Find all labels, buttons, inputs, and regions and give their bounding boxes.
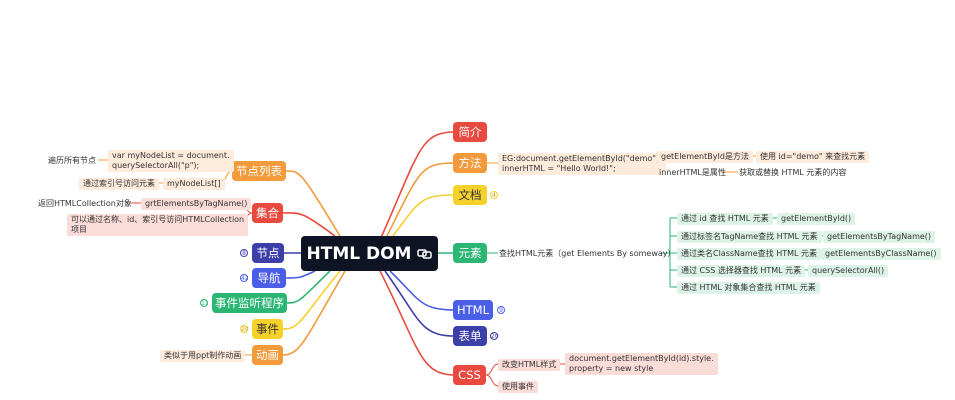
branch-event-listeners[interactable]: 事件监听程序 bbox=[212, 293, 287, 313]
css-code-line2: property = new style bbox=[569, 364, 654, 373]
methods-innerhtml: innerHTML是属性 bbox=[659, 168, 726, 177]
link-icon bbox=[417, 248, 433, 259]
branch-html-label: HTML bbox=[456, 303, 489, 317]
elements-way-collection: 通过 HTML 对象集合查找 HTML 元素 bbox=[677, 282, 820, 294]
elements-way-id-api: getElementById() bbox=[777, 213, 856, 225]
nodelist-code-line2: querySelectorAll("p"); bbox=[112, 161, 200, 170]
animation-desc: 类似于用ppt制作动画 bbox=[160, 350, 246, 362]
elements-way-css: 通过 CSS 选择器查找 HTML 元素 bbox=[677, 265, 806, 277]
events-count-badge[interactable]: 20 bbox=[240, 325, 249, 333]
html-count-badge[interactable]: 9 bbox=[497, 306, 505, 314]
elements-way-classname-api: getElementsByClassName() bbox=[821, 248, 941, 260]
event-listeners-count-badge[interactable]: 11 bbox=[200, 299, 209, 307]
branch-methods-label: 方法 bbox=[458, 156, 482, 170]
nodelist-index-code: myNodeList[] bbox=[163, 178, 225, 190]
branch-event-listeners-label: 事件监听程序 bbox=[215, 296, 284, 310]
branch-navigation-label: 导航 bbox=[257, 271, 281, 285]
root-node-html-dom[interactable]: HTML DOM bbox=[301, 236, 438, 271]
elements-way-css-api: querySelectorAll() bbox=[808, 265, 889, 277]
branch-intro[interactable]: 简介 bbox=[453, 122, 487, 142]
branch-collection[interactable]: 集合 bbox=[252, 203, 283, 223]
css-change-style: 改变HTML样式 bbox=[498, 359, 561, 371]
branch-docs[interactable]: 文档 bbox=[453, 185, 487, 205]
branch-nodelist-label: 节点列表 bbox=[236, 164, 282, 178]
root-label: HTML DOM bbox=[306, 243, 412, 264]
branch-nodelist[interactable]: 节点列表 bbox=[232, 161, 286, 181]
nodelist-index: 通过索引号访问元素 bbox=[79, 178, 159, 190]
branch-elements[interactable]: 元素 bbox=[453, 243, 487, 263]
nodelist-code: var myNodeList = document. querySelector… bbox=[108, 150, 234, 172]
css-code: document.getElementById(id).style. prope… bbox=[565, 353, 718, 375]
collection-api: grtElementsByTagName() bbox=[141, 198, 252, 210]
css-use-events: 使用事件 bbox=[498, 381, 538, 393]
branch-elements-label: 元素 bbox=[458, 246, 482, 260]
elements-way-classname: 通过类名ClassName查找 HTML 元素 bbox=[677, 248, 821, 260]
methods-example-line2: innerHTML = "Hello World!"; bbox=[502, 164, 616, 173]
navigation-count-badge[interactable]: 42 bbox=[240, 274, 249, 282]
branch-css-label: CSS bbox=[458, 368, 481, 382]
elements-find: 查找HTML元素（get Elements By someway） bbox=[499, 249, 676, 258]
methods-getbyid: getElementById是方法 bbox=[657, 151, 753, 163]
branch-animation-label: 动画 bbox=[256, 348, 279, 362]
branch-navigation[interactable]: 导航 bbox=[252, 268, 286, 288]
css-code-line1: document.getElementById(id).style. bbox=[569, 354, 714, 363]
branch-forms[interactable]: 表单 bbox=[453, 326, 487, 346]
branch-animation[interactable]: 动画 bbox=[252, 345, 283, 365]
collection-returns: 返回HTMLCollection对象 bbox=[38, 199, 132, 208]
branch-nodes[interactable]: 节点 bbox=[252, 243, 284, 263]
elements-way-id: 通过 id 查找 HTML 元素 bbox=[677, 213, 773, 225]
forms-count-badge[interactable]: 20 bbox=[490, 332, 499, 340]
methods-innerhtml-use: 获取或替换 HTML 元素的内容 bbox=[739, 168, 847, 177]
branch-collection-label: 集合 bbox=[256, 206, 279, 220]
branch-forms-label: 表单 bbox=[458, 329, 482, 343]
collection-access-line1: 可以通过名称、id、索引号访问HTMLCollection bbox=[71, 215, 245, 224]
elements-way-tagname-api: getElementsByTagName() bbox=[823, 231, 936, 243]
docs-count-badge[interactable]: 4 bbox=[490, 191, 498, 199]
branch-intro-label: 简介 bbox=[458, 125, 482, 139]
nodelist-code-line1: var myNodeList = document. bbox=[112, 151, 230, 160]
branch-html[interactable]: HTML bbox=[453, 300, 493, 320]
collection-access: 可以通过名称、id、索引号访问HTMLCollection 项目 bbox=[67, 214, 249, 236]
branch-events[interactable]: 事件 bbox=[252, 319, 283, 339]
branch-docs-label: 文档 bbox=[458, 188, 482, 202]
branch-events-label: 事件 bbox=[256, 322, 279, 336]
methods-getbyid-use: 使用 id="demo" 来查找元素 bbox=[756, 151, 870, 163]
nodelist-traverse: 遍历所有节点 bbox=[48, 156, 96, 165]
elements-way-tagname: 通过标签名TagName查找 HTML 元素 bbox=[677, 231, 822, 243]
collection-access-line2: 项目 bbox=[71, 225, 87, 234]
nodes-count-badge[interactable]: 8 bbox=[240, 249, 248, 257]
methods-example-line1: EG:document.getElementById("demo"). bbox=[502, 154, 662, 163]
branch-nodes-label: 节点 bbox=[256, 246, 280, 260]
methods-example: EG:document.getElementById("demo"). inne… bbox=[498, 153, 666, 175]
branch-css[interactable]: CSS bbox=[453, 365, 486, 385]
branch-methods[interactable]: 方法 bbox=[453, 153, 487, 173]
